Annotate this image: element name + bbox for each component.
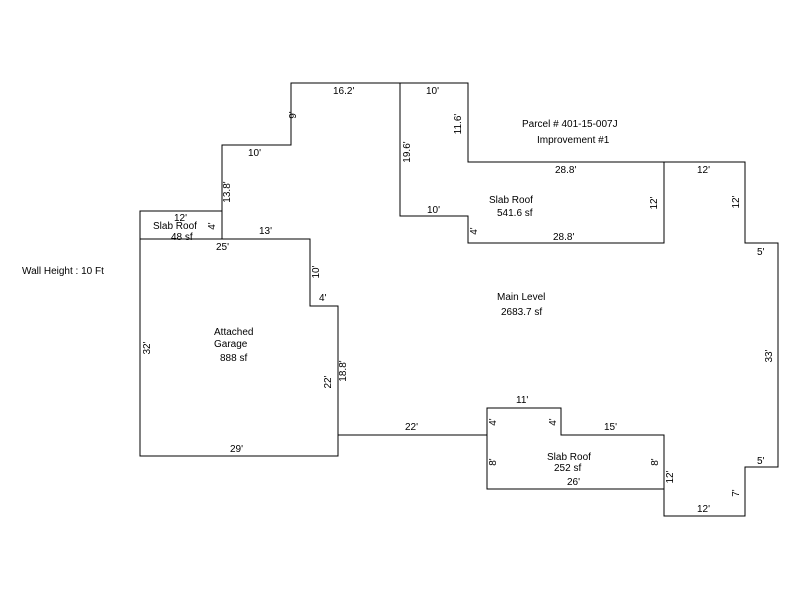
garage-name-line2: Garage (214, 339, 248, 350)
dim-4-slab: 4' (469, 227, 480, 235)
dim-5-bottom-right: 5' (757, 456, 765, 467)
dim-26: 26' (567, 477, 580, 488)
main-level-name: Main Level (497, 292, 545, 303)
dim-8-left: 8' (488, 458, 499, 466)
dim-8-right: 8' (650, 458, 661, 466)
garage-size: 888 sf (220, 353, 247, 364)
dim-22-garage: 22' (323, 375, 334, 388)
dim-29: 29' (230, 444, 243, 455)
slab-roof-lower-name: Slab Roof (547, 452, 591, 463)
dim-11: 11' (516, 395, 528, 406)
dim-4-lower-inner: 4' (548, 418, 559, 426)
dim-12-right-side: 12' (731, 195, 742, 208)
dim-4-small-slab: 4' (207, 222, 218, 230)
dim-15: 15' (604, 422, 617, 433)
lower-slab-roof-outline (486, 407, 665, 489)
improvement-label: Improvement #1 (537, 135, 610, 146)
dim-12-bottom: 12' (697, 504, 710, 515)
dim-18-8: 18.8' (338, 360, 349, 381)
upper-slab-roof-outline (399, 83, 665, 244)
dim-32: 32' (142, 341, 153, 354)
slab-roof-upper-name: Slab Roof (489, 195, 533, 206)
slab-roof-upper-size: 541.6 sf (497, 208, 533, 219)
dim-10-slab: 10' (427, 205, 440, 216)
dim-11-6: 11.6' (453, 114, 464, 135)
main-level-outline (139, 82, 779, 517)
dim-10-garage-step: 10' (311, 265, 322, 278)
dim-9: 9' (288, 111, 299, 119)
dim-12-lower-vertical: 12' (665, 470, 676, 483)
garage-outline (139, 239, 339, 457)
dim-5-top-right: 5' (757, 247, 765, 258)
dim-33: 33' (764, 349, 775, 362)
dim-10-upper-left: 10' (248, 148, 261, 159)
dim-12-small-slab: 12' (174, 213, 187, 224)
dim-10-top: 10' (426, 86, 439, 97)
dim-7: 7' (731, 489, 742, 497)
dim-22-bottom: 22' (405, 422, 418, 433)
dim-4-garage-step: 4' (319, 293, 327, 304)
slab-roof-small-size: 48 sf (171, 232, 193, 243)
dim-16-2: 16.2' (333, 86, 354, 97)
parcel-number: Parcel # 401-15-007J (522, 119, 618, 130)
dim-28-8-top: 28.8' (555, 165, 576, 176)
dim-19-6: 19.6' (402, 141, 413, 162)
slab-roof-small-name: Slab Roof (153, 221, 197, 232)
dim-28-8-bottom: 28.8' (553, 232, 574, 243)
dim-13: 13' (259, 226, 272, 237)
dim-12-right-top: 12' (697, 165, 710, 176)
garage-name-line1: Attached (214, 327, 253, 338)
dim-4-lower-left: 4' (488, 418, 499, 426)
wall-height-label: Wall Height : 10 Ft (22, 266, 104, 277)
main-level-size: 2683.7 sf (501, 307, 542, 318)
slab-roof-lower-size: 252 sf (554, 463, 581, 474)
dim-12-slab-right: 12' (649, 196, 660, 209)
dim-25: 25' (216, 242, 229, 253)
small-slab-roof-outline (140, 211, 223, 240)
dim-13-8: 13.8' (222, 181, 233, 202)
